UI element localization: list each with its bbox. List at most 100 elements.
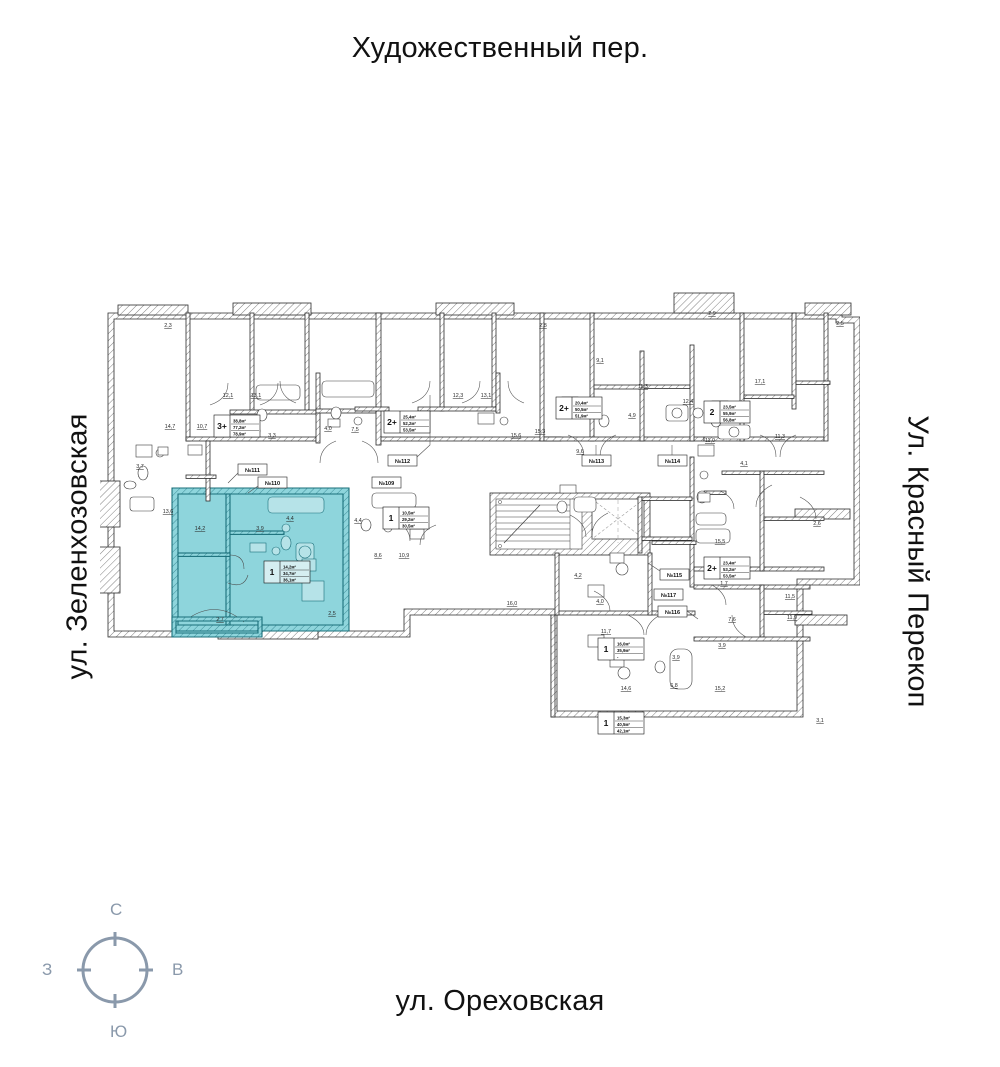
- area-badges[interactable]: 3+ 38,8м² 77,2м² 78,9м² 1 14,2м² 34,7м² …: [213, 396, 751, 735]
- callout-116[interactable]: №116: [657, 605, 699, 620]
- dim-11-3b: 11,3: [775, 434, 785, 440]
- total-114: 56,8м²: [723, 418, 737, 423]
- right-wing-walls: [689, 456, 825, 642]
- dim-13-6: 13,6: [163, 509, 174, 515]
- apartment-number-callouts[interactable]: №111 №110 №109 №112 №113 №114: [227, 395, 699, 620]
- callout-113[interactable]: №113: [581, 445, 612, 467]
- dim-4-1: 4,1: [740, 461, 748, 467]
- living-113: 20,4м²: [575, 401, 589, 406]
- area-badge-109[interactable]: 1 10,5м² 29,2м² 30,5м²: [382, 506, 430, 530]
- area-109: 29,2м²: [402, 517, 416, 522]
- total-112: 53,5м²: [403, 428, 417, 433]
- living-116: 15,3м²: [617, 716, 631, 721]
- apartment-112-walls: [354, 312, 562, 446]
- rooms-114: 2: [710, 407, 715, 417]
- street-label-bottom: ул. Ореховская: [395, 985, 605, 1017]
- rooms-112: 2+: [387, 417, 397, 427]
- area-111: 77,2м²: [233, 425, 247, 430]
- callout-110[interactable]: №110: [247, 476, 288, 494]
- dimension-labels: 2,3 2,8 2,9 2,5 12,1 13,1 12,3 13,1 14,7…: [136, 311, 844, 724]
- dim-17-1: 17,1: [755, 379, 766, 385]
- staircase: [495, 498, 583, 550]
- living-115: 23,4м²: [723, 561, 737, 566]
- area-badge-116[interactable]: 1 15,3м² 40,5м² 42,1м²: [597, 711, 645, 735]
- dim-11-7: 11,7: [601, 629, 611, 635]
- dim-11-5: 11,5: [785, 594, 795, 600]
- dim-3-1: 3,1: [816, 718, 824, 724]
- dim-3-9c: 3,9: [672, 655, 680, 661]
- compass-rose: С Ю З В: [30, 900, 200, 1050]
- callout-114[interactable]: №114: [657, 445, 688, 467]
- rooms-113: 2+: [559, 403, 569, 413]
- floor-plan-drawing[interactable]: .w { fill:url(#hatch); stroke:#2b2b2b; s…: [100, 285, 860, 755]
- rooms-109: 1: [389, 513, 394, 523]
- area-112: 52,2м²: [403, 421, 417, 426]
- dim-10-7: 10,7: [197, 424, 208, 430]
- area-badge-114[interactable]: 2 23,5м² 55,9м² 56,8м²: [703, 400, 751, 424]
- apartment-111-walls: [185, 312, 377, 502]
- dim-4-4b: 4,4: [354, 518, 362, 524]
- dim-3-7: 3,7: [136, 464, 144, 470]
- living-112: 25,4м²: [403, 415, 417, 420]
- callout-label-114: №114: [665, 459, 681, 465]
- dim-14-2: 14,2: [195, 526, 206, 532]
- dim-9-6: 9,6: [576, 449, 584, 455]
- dim-7-6: 7,6: [728, 617, 736, 623]
- dim-9-1: 9,1: [596, 358, 604, 364]
- dim-15-3: 15,3: [535, 429, 546, 435]
- dim-2-9: 2,9: [708, 311, 716, 317]
- dim-7-5: 7,5: [351, 427, 359, 433]
- street-label-top: Художественный пер.: [351, 32, 649, 64]
- apartment-114-walls: [703, 312, 831, 442]
- dim-11-9: 11,9: [787, 615, 797, 621]
- dim-15-2: 15,2: [715, 686, 726, 692]
- area-badge-117[interactable]: 1 16,0м² 35,9м² -: [597, 637, 645, 661]
- area-badge-111[interactable]: 3+ 38,8м² 77,2м² 78,9м²: [213, 414, 261, 438]
- area-110: 34,7м²: [283, 571, 297, 576]
- dim-2-5b: 2,5: [328, 611, 336, 617]
- callout-label-109: №109: [379, 481, 395, 487]
- area-116: 40,5м²: [617, 722, 631, 727]
- total-111: 78,9м²: [233, 432, 247, 437]
- living-110: 14,2м²: [283, 565, 297, 570]
- area-badge-113[interactable]: 2+ 20,4м² 50,5м² 51,9м²: [555, 396, 603, 420]
- dim-10-9: 10,9: [399, 553, 410, 559]
- rooms-116: 1: [604, 718, 609, 728]
- compass-south-label: Ю: [110, 1022, 128, 1041]
- callout-115[interactable]: №115: [647, 562, 690, 581]
- compass-east-label: В: [172, 960, 184, 979]
- callout-117[interactable]: №117: [653, 588, 684, 601]
- rooms-111: 3+: [217, 421, 227, 431]
- callout-label-117: №117: [661, 593, 676, 599]
- callout-label-110: №110: [265, 481, 280, 487]
- living-114: 23,5м²: [723, 405, 737, 410]
- total-109: 30,5м²: [402, 524, 416, 529]
- callout-label-116: №116: [665, 610, 680, 616]
- compass-graphic: [77, 932, 153, 1008]
- dim-4-0: 4,0: [324, 426, 332, 432]
- area-badge-115[interactable]: 2+ 23,4м² 53,2м² 53,5м²: [703, 556, 751, 580]
- dim-8-6: 8,6: [374, 553, 382, 559]
- rooms-110: 1: [270, 567, 275, 577]
- living-117: 16,0м²: [617, 642, 631, 647]
- callout-109[interactable]: №109: [371, 476, 402, 489]
- area-badge-112[interactable]: 2+ 25,4м² 52,2м² 53,5м²: [383, 410, 431, 434]
- area-badge-110[interactable]: 1 14,2м² 34,7м² 36,1м²: [263, 560, 311, 584]
- total-110: 36,1м²: [283, 578, 297, 583]
- callout-label-115: №115: [667, 573, 682, 579]
- callout-label-111: №111: [245, 468, 260, 474]
- dim-2-9b: 2,8: [539, 323, 547, 329]
- dim-14-6: 14,6: [621, 686, 632, 692]
- total-117: -: [617, 655, 619, 660]
- street-label-left: ул. Зеленхозовская: [61, 413, 94, 680]
- area-114: 55,9м²: [723, 411, 737, 416]
- callout-label-113: №113: [589, 459, 604, 465]
- dim-4-0b: 4,0: [596, 599, 604, 605]
- dim-4-2: 4,2: [574, 573, 582, 579]
- callout-111[interactable]: №111: [227, 463, 268, 484]
- dim-12-3: 12,3: [453, 393, 464, 399]
- dim-16-0: 16,0: [507, 601, 518, 607]
- dim-3-3: 3,3: [268, 433, 276, 439]
- apartment-113-walls: [543, 312, 705, 442]
- highlighted-apartment-110[interactable]: [171, 487, 350, 638]
